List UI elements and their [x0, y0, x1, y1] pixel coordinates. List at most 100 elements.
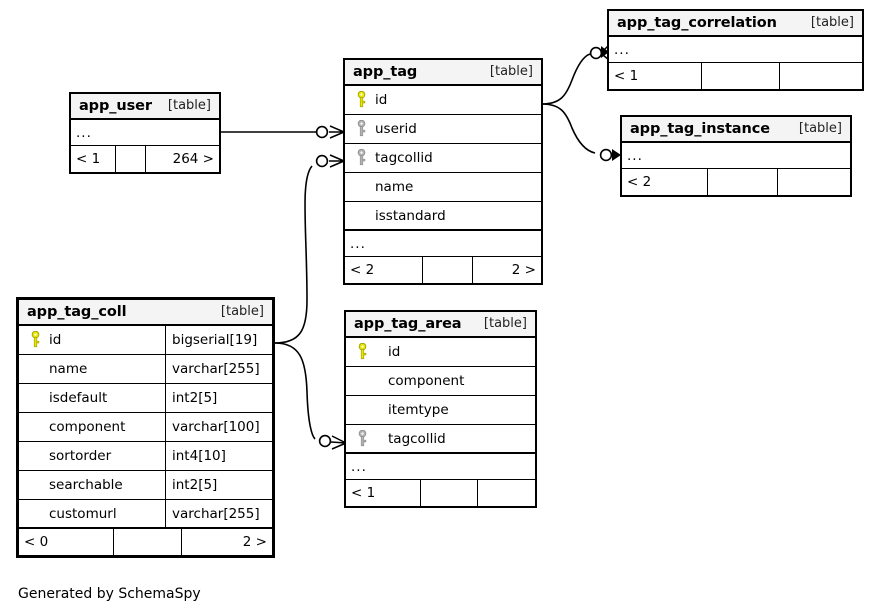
table-row[interactable]: id — [345, 86, 541, 115]
column-name: tagcollid — [388, 430, 446, 447]
table-app-tag-area-footer-children — [477, 480, 535, 506]
edge-app-tag-to-app-tag-correlation — [541, 44, 610, 105]
table-app-tag-instance-footer-children — [777, 169, 850, 195]
column-type: int2[5] — [165, 471, 272, 499]
table-app-tag-correlation[interactable]: app_tag_correlation [table] ... < 1 — [607, 9, 864, 91]
table-row[interactable]: customurl varchar[255] — [19, 500, 272, 529]
edge-app-user-to-app-tag — [221, 125, 345, 139]
table-app-tag-coll[interactable]: app_tag_coll [table] id bigserial — [16, 297, 275, 558]
table-app-tag-instance-kind: [table] — [798, 121, 842, 136]
edge-app-tag-coll-to-app-tag-area — [274, 342, 347, 450]
table-app-tag-coll-columns: id bigserial[19] name varchar[255] isdef… — [19, 326, 272, 529]
column-name: id — [388, 344, 401, 360]
table-row[interactable]: name — [345, 173, 541, 202]
column-name: id — [49, 332, 62, 348]
column-type: int4[10] — [165, 442, 272, 470]
table-app-user[interactable]: app_user [table] ... < 1 264 > — [69, 92, 221, 174]
table-app-user-footer-parents: < 1 — [76, 151, 101, 167]
table-row[interactable]: component varchar[100] — [19, 413, 272, 442]
table-row[interactable]: searchable int2[5] — [19, 471, 272, 500]
table-app-user-footer-children: 264 > — [145, 146, 219, 172]
table-row[interactable]: sortorder int4[10] — [19, 442, 272, 471]
table-app-tag-coll-kind: [table] — [220, 304, 264, 319]
column-type: varchar[100] — [165, 413, 272, 441]
column-type: bigserial[19] — [165, 326, 272, 354]
table-app-tag-instance-header: app_tag_instance [table] — [622, 117, 850, 143]
table-app-tag-area-columns: id component itemtype — [346, 338, 535, 454]
table-app-tag-correlation-kind: [table] — [810, 15, 854, 30]
table-app-tag-area[interactable]: app_tag_area [table] id — [344, 310, 537, 508]
table-app-tag-area-kind: [table] — [483, 316, 527, 331]
table-app-tag-coll-footer: < 0 2 > — [19, 529, 272, 555]
foreign-key-icon — [351, 120, 371, 138]
table-app-tag-instance-footer: < 2 — [622, 169, 850, 195]
table-app-tag-area-footer-middle — [420, 480, 477, 506]
table-app-tag-instance-footer-middle — [707, 169, 777, 195]
table-app-tag-correlation-footer-children — [779, 63, 862, 89]
table-row[interactable]: userid — [345, 115, 541, 144]
column-name: customurl — [49, 505, 117, 522]
foreign-key-icon — [351, 149, 371, 167]
column-name: isdefault — [49, 390, 108, 406]
table-app-tag-more-columns: ... — [345, 231, 541, 257]
column-name: name — [375, 179, 414, 195]
table-app-user-title: app_user — [79, 97, 152, 114]
table-app-tag-coll-header: app_tag_coll [table] — [19, 300, 272, 326]
primary-key-icon — [352, 343, 372, 361]
column-name: itemtype — [388, 402, 449, 418]
column-type: varchar[255] — [165, 355, 272, 383]
table-row[interactable]: tagcollid — [345, 144, 541, 173]
table-app-user-header: app_user [table] — [71, 94, 219, 120]
table-app-user-kind: [table] — [167, 98, 211, 113]
table-app-tag[interactable]: app_tag [table] id — [343, 58, 543, 285]
table-app-tag-title: app_tag — [353, 63, 418, 80]
table-app-tag-coll-footer-middle — [113, 529, 181, 555]
table-app-tag-area-header: app_tag_area [table] — [346, 312, 535, 338]
table-app-tag-correlation-footer: < 1 — [609, 63, 862, 89]
table-app-tag-area-footer: < 1 — [346, 480, 535, 506]
table-app-user-footer-middle — [115, 146, 145, 172]
table-app-tag-header: app_tag [table] — [345, 60, 541, 86]
table-row[interactable]: isstandard — [345, 202, 541, 231]
table-app-tag-correlation-header: app_tag_correlation [table] — [609, 11, 862, 37]
table-app-user-footer: < 1 264 > — [71, 146, 219, 172]
column-name: component — [388, 373, 465, 389]
column-name: isstandard — [375, 207, 446, 224]
table-app-tag-footer-middle — [422, 257, 472, 283]
edge-app-tag-to-app-tag-instance — [541, 103, 622, 164]
column-name: userid — [375, 121, 417, 137]
edge-app-tag-coll-to-app-tag — [274, 154, 345, 344]
column-name: tagcollid — [375, 150, 433, 166]
table-app-tag-instance[interactable]: app_tag_instance [table] ... < 2 — [620, 115, 852, 197]
table-app-user-more-columns: ... — [71, 120, 219, 146]
table-row[interactable]: isdefault int2[5] — [19, 384, 272, 413]
primary-key-icon — [351, 91, 371, 109]
table-app-tag-correlation-title: app_tag_correlation — [617, 14, 777, 31]
table-app-tag-area-more-columns: ... — [346, 454, 535, 480]
table-app-tag-area-title: app_tag_area — [354, 315, 462, 332]
generated-by-caption: Generated by SchemaSpy — [18, 586, 201, 602]
table-row[interactable]: component — [346, 367, 535, 396]
table-app-tag-area-footer-parents: < 1 — [351, 485, 376, 501]
table-app-tag-coll-footer-parents: < 0 — [24, 534, 49, 550]
table-app-tag-instance-title: app_tag_instance — [630, 120, 770, 137]
column-name: component — [49, 419, 126, 435]
table-app-tag-correlation-more-columns: ... — [609, 37, 862, 63]
column-type: int2[5] — [165, 384, 272, 412]
table-row[interactable]: name varchar[255] — [19, 355, 272, 384]
table-app-tag-correlation-footer-parents: < 1 — [614, 68, 639, 84]
table-app-tag-footer: < 2 2 > — [345, 257, 541, 283]
table-row[interactable]: id — [346, 338, 535, 367]
table-app-tag-columns: id userid — [345, 86, 541, 231]
column-type: varchar[255] — [165, 500, 272, 527]
column-name: id — [375, 92, 388, 108]
column-name: name — [49, 361, 88, 377]
table-row[interactable]: tagcollid — [346, 425, 535, 454]
table-app-tag-correlation-footer-middle — [701, 63, 779, 89]
column-name: sortorder — [49, 448, 112, 464]
table-row[interactable]: itemtype — [346, 396, 535, 425]
table-row[interactable]: id bigserial[19] — [19, 326, 272, 355]
table-app-tag-coll-title: app_tag_coll — [27, 303, 127, 320]
table-app-tag-instance-more-columns: ... — [622, 143, 850, 169]
